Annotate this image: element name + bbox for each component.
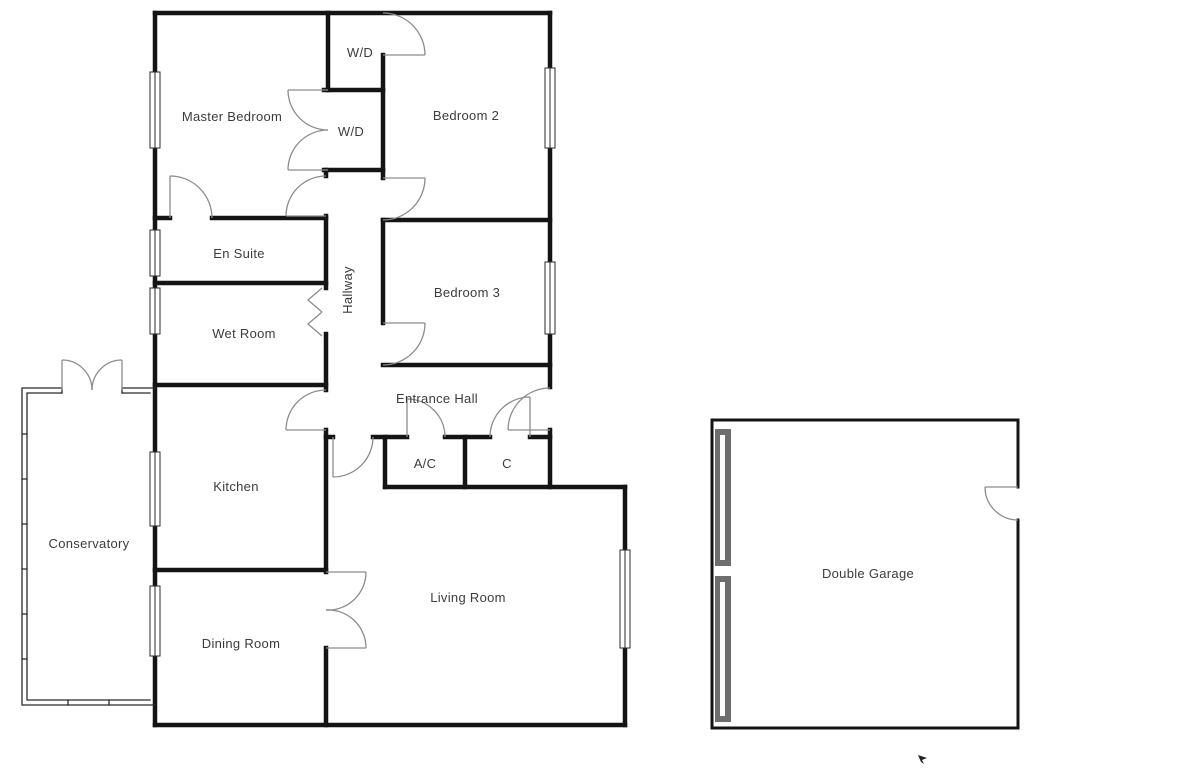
door-master-bedroom <box>285 175 327 217</box>
door-c-closet <box>489 396 531 438</box>
window-bedroom3 <box>544 261 556 335</box>
room-label-kitchen: Kitchen <box>213 479 258 494</box>
window-living <box>619 549 631 649</box>
garage-door-panel-upper <box>715 429 731 566</box>
conservatory-mullions <box>21 387 123 706</box>
door-living-room <box>332 436 374 478</box>
room-label-c-closet: C <box>502 456 512 471</box>
window-kitchen-conservatory <box>149 451 161 527</box>
room-label-wd-lower: W/D <box>338 124 364 139</box>
windows-group <box>149 67 631 657</box>
room-label-dining-room: Dining Room <box>202 636 280 651</box>
door-ac-closet <box>406 398 446 438</box>
window-wetroom <box>149 287 161 335</box>
room-labels-group: Master Bedroom W/D Bedroom 2 W/D En Suit… <box>49 45 914 651</box>
room-label-entrance-hall: Entrance Hall <box>396 391 478 406</box>
window-dining-conservatory <box>149 585 161 657</box>
walls-group <box>152 10 1020 730</box>
room-label-hallway: Hallway <box>340 266 355 314</box>
room-label-en-suite: En Suite <box>213 246 265 261</box>
room-label-wet-room: Wet Room <box>212 326 276 341</box>
door-dining-french-double <box>325 571 367 649</box>
conservatory-inner <box>26 392 151 701</box>
door-wetroom-bifold <box>307 287 323 337</box>
room-label-master-bedroom: Master Bedroom <box>182 109 282 124</box>
conservatory-outer <box>21 387 156 706</box>
room-label-wd-upper: W/D <box>347 45 373 60</box>
room-label-double-garage: Double Garage <box>822 566 914 581</box>
door-garage-side <box>984 486 1019 521</box>
doors-group <box>61 12 1019 649</box>
room-label-ac-closet: A/C <box>414 456 437 471</box>
window-master <box>149 71 161 149</box>
conservatory-walls-group <box>21 387 156 706</box>
room-label-bedroom-2: Bedroom 2 <box>433 108 499 123</box>
room-label-living-room: Living Room <box>430 590 506 605</box>
door-wd-upper <box>382 12 426 56</box>
door-ensuite <box>169 175 213 219</box>
door-wd-lower-double <box>287 89 329 171</box>
door-bedroom2 <box>382 177 426 221</box>
door-kitchen <box>285 389 327 431</box>
room-label-conservatory: Conservatory <box>49 536 130 551</box>
window-bedroom2 <box>544 67 556 149</box>
wall-garage <box>710 418 1020 730</box>
door-conservatory-french-double <box>61 359 123 391</box>
garage-door-panels <box>715 429 731 722</box>
door-front-entrance <box>507 387 551 431</box>
garage-door-panel-lower <box>715 576 731 722</box>
door-bedroom3 <box>382 322 426 366</box>
room-label-bedroom-3: Bedroom 3 <box>434 285 500 300</box>
cursor-artifact <box>918 755 927 764</box>
window-ensuite <box>149 229 161 277</box>
